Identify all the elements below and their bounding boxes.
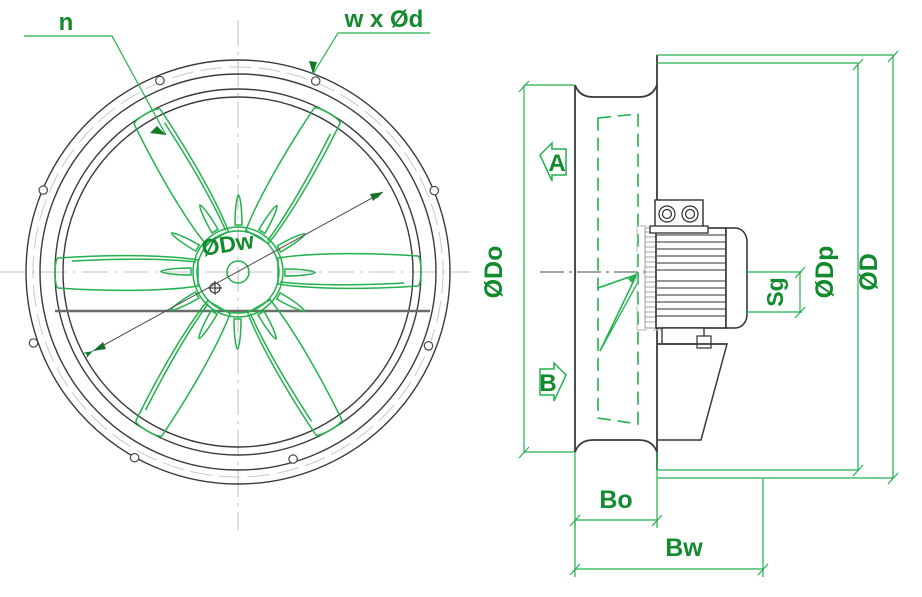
dim-tick-Dp-bottom (852, 464, 864, 477)
callout-label-n: n (59, 9, 74, 36)
dim-label-Do: ØDo (480, 246, 508, 299)
inlet-bellmouth-bottom (574, 439, 658, 453)
cable-gland-inner (684, 208, 696, 220)
dim-arrow-Dw-lower (93, 342, 106, 351)
front-view: ØDw n w x Ød (0, 6, 470, 530)
dim-label-Bo: Bo (599, 486, 632, 514)
motor-mount-plate (644, 227, 657, 329)
dim-label-Sg: Sg (762, 277, 788, 306)
bolt-hole (310, 76, 321, 86)
bolt-hole (288, 454, 298, 464)
dim-tick-D-bottom (887, 472, 899, 485)
dim-tick-Do-bottom (518, 446, 530, 459)
callout-blade-count: n (24, 9, 167, 136)
callout-label-bolt-holes: w x Ød (344, 6, 424, 33)
bolt-hole (155, 75, 165, 86)
side-view-dimensions (518, 50, 899, 577)
bolt-hole (429, 185, 440, 196)
dim-tick-Bw-left (569, 563, 581, 576)
callout-bolt-holes: w x Ød (309, 6, 430, 75)
cable-gland-inner (661, 208, 673, 220)
dim-label-D: ØD (855, 253, 883, 291)
flow-arrow-a-label: A (548, 150, 565, 177)
motor-foot-tab (696, 335, 712, 349)
bolt-circle-centerline (32, 66, 444, 478)
inlet-bellmouth-top (574, 84, 658, 98)
motor-assembly (644, 199, 748, 349)
casing-inner-circle (62, 96, 414, 448)
flow-arrow-a: A (539, 141, 567, 182)
dim-tick-Dp-top (852, 58, 864, 71)
dim-tick-Bo-right (651, 514, 663, 527)
flow-arrow-b-shape (539, 361, 567, 402)
mount-plate-hatch (645, 231, 656, 323)
bolt-hole (423, 340, 434, 351)
motor-cooling-fins (657, 234, 725, 317)
dim-tick-Do-top (518, 80, 530, 93)
support-bracket (657, 343, 728, 441)
dim-tick-Bw-right (757, 563, 769, 576)
dim-line-Dw (83, 191, 384, 358)
motor-body (655, 227, 727, 329)
impeller-chord-arrowhead (628, 272, 638, 284)
dim-arrow-Dw-upper (370, 192, 383, 201)
dim-label-Bw: Bw (665, 534, 703, 562)
bolt-hole (129, 452, 140, 463)
bolt-hole (38, 185, 48, 195)
bolt-hole (28, 338, 39, 348)
flow-arrow-b: B (539, 361, 567, 402)
flow-arrow-b-label: B (539, 370, 556, 397)
side-view: ØDo ØDp ØD Sg Bo Bw A B (480, 50, 899, 577)
dim-tick-Sg-bottom (794, 306, 806, 319)
impeller-chord-line (599, 271, 639, 352)
callout-wd-arrowhead (309, 61, 317, 74)
impeller-chord-line-2 (599, 281, 639, 352)
terminal-box-base (649, 225, 709, 234)
casing-flange-rings (25, 59, 451, 485)
dim-label-Dp: ØDp (811, 246, 839, 299)
motor-end-cap (725, 227, 748, 329)
impeller-projection (597, 113, 639, 425)
impeller-blade-projection-lower (597, 272, 639, 425)
terminal-box-cable-glands (658, 205, 699, 223)
flange-outer-circle (25, 59, 451, 485)
dim-tick-Sg-top (794, 266, 806, 279)
flange-bolt-holes (28, 75, 440, 464)
flow-arrow-a-shape (539, 141, 567, 182)
callout-n-arrowhead (150, 126, 166, 135)
flange-inner-circle (39, 73, 437, 471)
dim-tick-D-top (887, 50, 899, 63)
